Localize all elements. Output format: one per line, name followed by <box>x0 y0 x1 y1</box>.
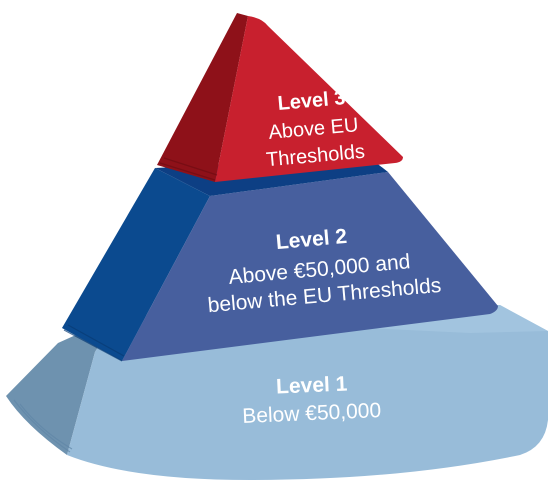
level-3-side-face <box>157 13 248 182</box>
level-2-edge-lines <box>63 324 125 362</box>
level-2-side-face <box>62 168 210 361</box>
level-3-front-face <box>215 16 403 182</box>
level-1-edge-lines <box>13 399 73 453</box>
level-3-tier: Level 3 Above EU Thresholds <box>157 13 403 182</box>
level-1-title: Level 1 <box>276 372 348 398</box>
level-3-edge-lines <box>159 157 218 181</box>
level-2-tier: Level 2 Above €50,000 and below the EU T… <box>62 158 498 362</box>
level-2-front-face <box>122 172 498 361</box>
